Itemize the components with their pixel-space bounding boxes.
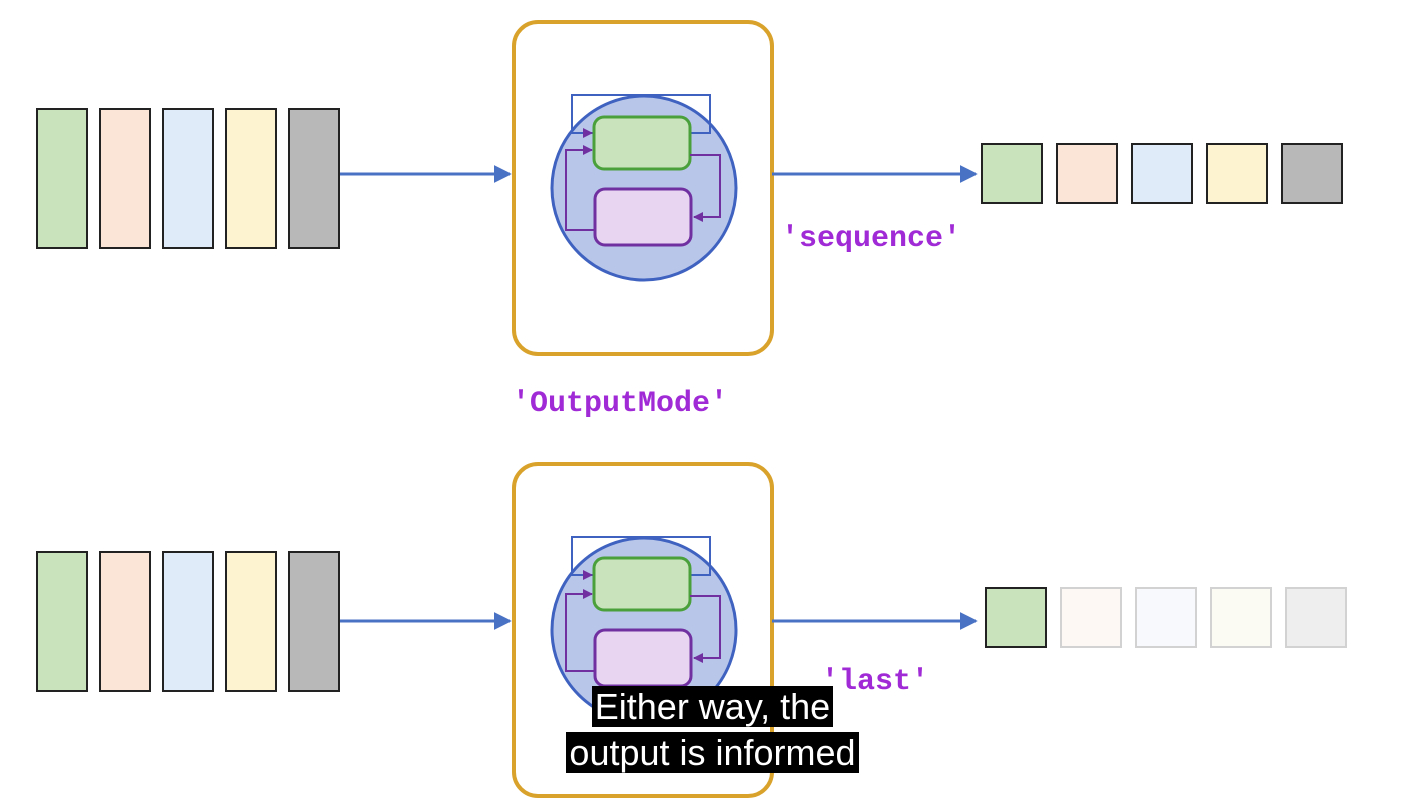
output-step-2 [1056,143,1118,204]
input-step-1 [36,108,88,249]
input-step-2 [99,108,151,249]
output-step-1 [985,587,1047,648]
output-step-2-faded [1060,587,1122,648]
input-step-5 [288,551,340,692]
lstm-cell-icon [550,536,738,724]
bottom-input-sequence [36,551,340,692]
sequence-mode-label: 'sequence' [781,222,962,256]
lstm-cell-icon [550,94,738,282]
output-step-3-faded [1135,587,1197,648]
output-step-5-faded [1285,587,1347,648]
output-step-4 [1206,143,1268,204]
input-step-5 [288,108,340,249]
input-step-4 [225,108,277,249]
subtitle-line-1: Either way, the [591,686,834,727]
subtitle-line-2: output is informed [566,732,859,773]
input-step-3 [162,108,214,249]
output-step-5 [1281,143,1343,204]
output-mode-label: 'OutputMode' [512,387,729,421]
video-subtitle: Either way, the output is informed [0,684,1425,776]
input-step-3 [162,551,214,692]
top-output-sequence [981,143,1343,204]
output-step-4-faded [1210,587,1272,648]
input-step-1 [36,551,88,692]
top-input-sequence [36,108,340,249]
input-step-2 [99,551,151,692]
input-step-4 [225,551,277,692]
bottom-output-sequence [985,587,1347,648]
output-step-3 [1131,143,1193,204]
last-mode-label: 'last' [821,665,930,699]
output-step-1 [981,143,1043,204]
